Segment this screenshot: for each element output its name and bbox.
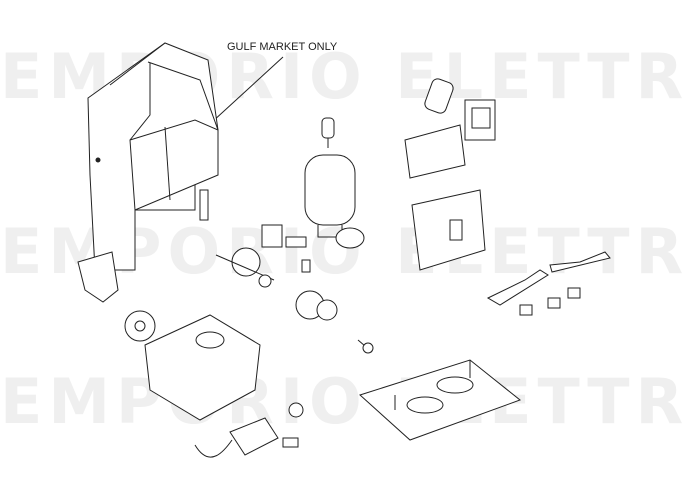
motor-cover xyxy=(87,42,219,271)
foundation-plate xyxy=(359,359,522,441)
release-lever xyxy=(77,251,119,303)
control-board xyxy=(404,124,466,179)
transformer xyxy=(464,99,496,141)
gear-pinion xyxy=(295,290,338,321)
cable-gland xyxy=(282,402,304,448)
cover-plate xyxy=(194,417,279,458)
screw xyxy=(357,339,374,354)
gearbox-housing xyxy=(144,314,261,421)
bracket-fixings xyxy=(519,287,581,316)
capacitor xyxy=(424,78,454,114)
board-bracket xyxy=(411,189,486,271)
knob xyxy=(321,117,335,148)
limit-switch xyxy=(261,224,311,273)
drive-gear xyxy=(124,310,156,342)
limit-cams xyxy=(486,251,611,306)
motor xyxy=(304,154,365,249)
callout-label: GULF MARKET ONLY xyxy=(227,41,338,53)
watermark: EMPORIO ELETTRICO xyxy=(0,365,694,438)
gear-shaft xyxy=(215,247,275,288)
